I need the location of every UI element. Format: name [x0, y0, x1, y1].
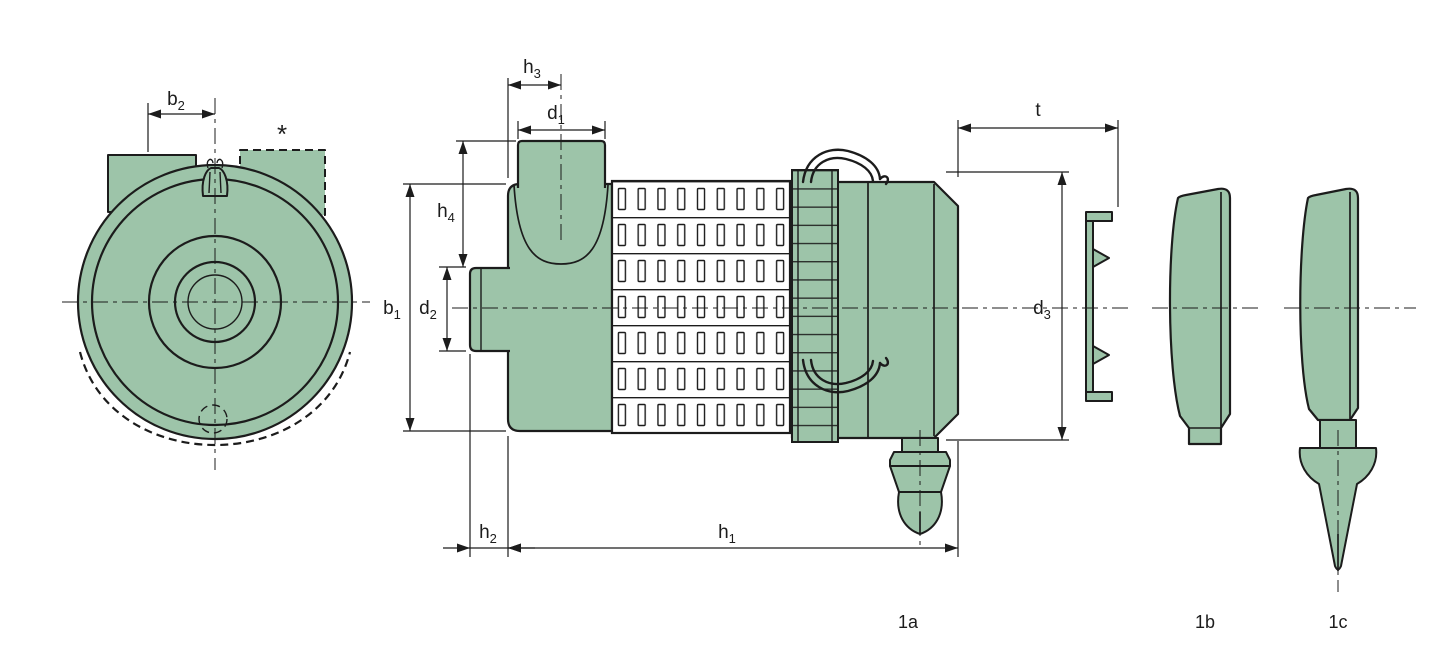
- dimension-b2: b2: [147, 89, 215, 152]
- mounting-bracket-profile: [1085, 211, 1113, 402]
- dimension-h3: h3: [507, 57, 561, 178]
- dim-label-b1: b1: [383, 298, 401, 322]
- dimension-h1: h1: [508, 441, 959, 557]
- detail-view-1c: [1284, 187, 1416, 592]
- front-view: * b2: [62, 89, 370, 470]
- dim-label-h1: h1: [718, 522, 736, 546]
- clamp-band: [791, 169, 839, 443]
- dimension-t: t: [957, 100, 1119, 207]
- view-label-1a: 1a: [898, 612, 919, 632]
- dim-label-t: t: [1035, 100, 1041, 121]
- drain-hole-dashed: [198, 404, 228, 434]
- dim-label-h3: h3: [523, 57, 541, 81]
- outlet-stub: [468, 266, 510, 353]
- dim-label-b2: b2: [167, 89, 185, 113]
- dim-label-d3: d3: [1033, 298, 1051, 322]
- dim-label-h2: h2: [479, 522, 497, 546]
- side-view: h3 d1 h4 b1 d2: [383, 57, 1132, 557]
- dimension-b1: b1: [383, 183, 506, 432]
- alternate-bottom-dashed-arc: [78, 351, 352, 447]
- dimension-d2: d2: [419, 266, 466, 352]
- dimension-h4: h4: [437, 140, 516, 267]
- latch-clamp-top: [801, 148, 890, 186]
- view-label-1b: 1b: [1195, 612, 1215, 632]
- filter-mesh-section: [610, 179, 792, 435]
- dust-valve: [889, 430, 951, 550]
- view-label-1c: 1c: [1328, 612, 1347, 632]
- asterisk-note: *: [277, 119, 287, 149]
- dimension-d3: d3: [946, 171, 1069, 441]
- end-cap-1c: [1299, 187, 1360, 422]
- detail-view-1b: [1152, 187, 1262, 446]
- end-cap-1b: [1168, 187, 1232, 446]
- latch-clamp-bottom: [801, 356, 890, 394]
- dim-label-d1: d1: [547, 103, 565, 127]
- dim-label-d2: d2: [419, 298, 437, 322]
- dim-label-h4: h4: [437, 201, 455, 225]
- dimension-d1: d1: [517, 103, 606, 139]
- inlet-transition-arc: [513, 184, 609, 265]
